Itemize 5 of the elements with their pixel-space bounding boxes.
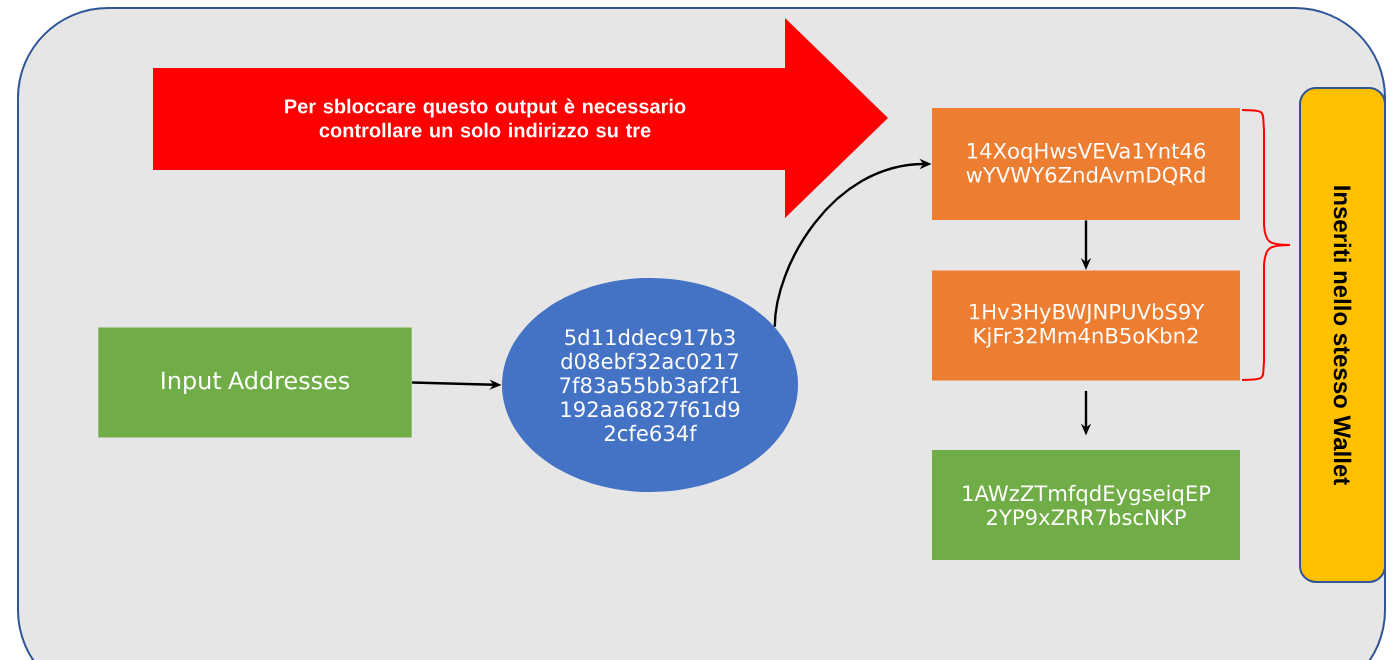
wallet-band: Inseriti nello stesso Wallet <box>1299 87 1386 583</box>
address-box: 14XoqHwsVEVa1Ynt46 wYVWY6ZndAvmDQRd <box>932 108 1240 220</box>
address-box: 1Hv3HyBWJNPUVbS9Y KjFr32Mm4nB5oKbn2 <box>932 270 1240 381</box>
process-box: Input Addresses <box>98 327 412 438</box>
address-box: 1AWzZTmfqdEygseiqEP 2YP9xZRR7bscNKP <box>932 450 1240 560</box>
